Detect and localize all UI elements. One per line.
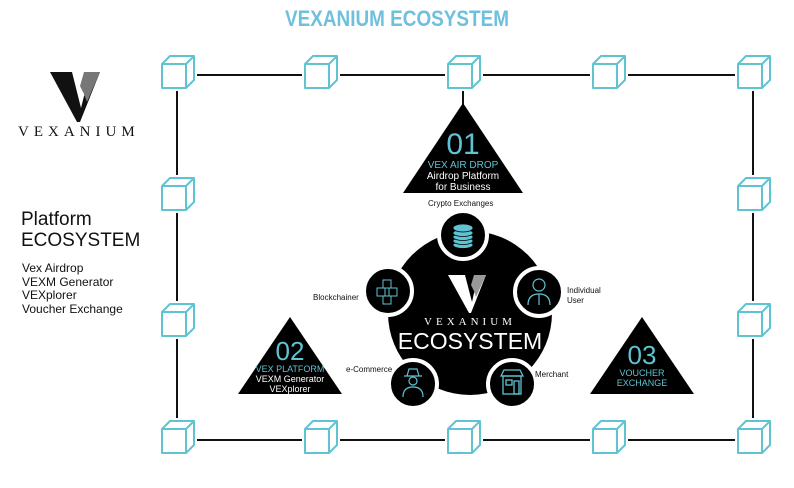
cube-icon xyxy=(159,175,197,213)
node-label-line: Individual xyxy=(567,286,601,295)
platform-list: Vex Airdrop VEXM Generator VEXplorer Vou… xyxy=(22,261,123,316)
page-title: VEXANIUM ECOSYSTEM xyxy=(285,6,509,31)
triangle-line: EXCHANGE xyxy=(616,378,668,388)
node-blockchainer xyxy=(362,265,414,317)
node-individual-user xyxy=(513,266,565,318)
vexanium-logo-icon xyxy=(50,72,100,122)
node-label-ecommerce: e-Commerce xyxy=(346,365,393,374)
node-ecommerce xyxy=(387,358,439,410)
cube-icon xyxy=(159,418,197,456)
list-item: VEXM Generator xyxy=(22,274,114,289)
cube-icon xyxy=(735,53,773,91)
cube-icon xyxy=(159,301,197,339)
platform-title: Platform ECOSYSTEM xyxy=(21,209,140,251)
triangle-number: 01 xyxy=(446,128,480,161)
triangle-01-text: 01 VEX AIR DROP Airdrop Platform for Bus… xyxy=(413,128,513,194)
list-item: Vex Airdrop xyxy=(22,261,84,275)
cube-icon xyxy=(590,418,628,456)
cube-nodes xyxy=(159,53,773,456)
triangle-line: VEXplorer xyxy=(269,384,311,394)
node-label-merchant: Merchant xyxy=(535,370,569,379)
platform-title-line2: ECOSYSTEM xyxy=(21,230,141,251)
triangle-02-text: 02 VEX PLATFORM VEXM Generator VEXplorer xyxy=(240,338,340,394)
triangle-01 xyxy=(403,103,523,193)
triangle-03-text: 03 VOUCHER EXCHANGE xyxy=(592,342,692,388)
triangle-line: Airdrop Platform xyxy=(426,171,500,182)
node-label-line: User xyxy=(567,296,584,305)
triangle-02 xyxy=(238,317,342,394)
cube-icon xyxy=(302,418,340,456)
triangle-03 xyxy=(590,317,694,394)
triangle-heading: VEX PLATFORM xyxy=(255,364,325,374)
coin-stack-icon xyxy=(452,223,474,249)
user-icon xyxy=(527,278,551,306)
triangle-line: VEXM Generator xyxy=(255,374,325,384)
cube-icon xyxy=(735,418,773,456)
cube-icon xyxy=(735,175,773,213)
ecosystem-brand: VEXANIUM xyxy=(424,316,516,328)
store-icon xyxy=(499,369,525,395)
cube-icon xyxy=(445,53,483,91)
triangle-line: for Business xyxy=(435,182,491,193)
cube-icon xyxy=(159,53,197,91)
node-label-blockchainer: Blockchainer xyxy=(313,293,359,302)
spy-agent-icon xyxy=(402,368,424,398)
cube-icon xyxy=(302,53,340,91)
brand-logo-text: VEXANIUM xyxy=(18,124,140,140)
list-item: VEXplorer xyxy=(22,288,77,302)
blockchain-cubes-icon xyxy=(376,279,398,305)
triangle-number: 03 xyxy=(627,340,657,370)
cube-icon xyxy=(445,418,483,456)
cube-icon xyxy=(590,53,628,91)
platform-title-line1: Platform xyxy=(21,209,92,230)
triangle-heading: VEX AIR DROP xyxy=(427,160,499,171)
node-label-crypto-exchanges: Crypto Exchanges xyxy=(428,199,494,208)
center-logo-icon xyxy=(448,275,486,313)
triangle-number: 02 xyxy=(275,336,305,366)
list-item: Voucher Exchange xyxy=(22,301,123,316)
triangle-heading: VOUCHER xyxy=(619,368,665,378)
node-label-individual-user: Individual User xyxy=(567,286,601,306)
cube-icon xyxy=(735,301,773,339)
ecosystem-title: ECOSYSTEM xyxy=(397,328,543,354)
